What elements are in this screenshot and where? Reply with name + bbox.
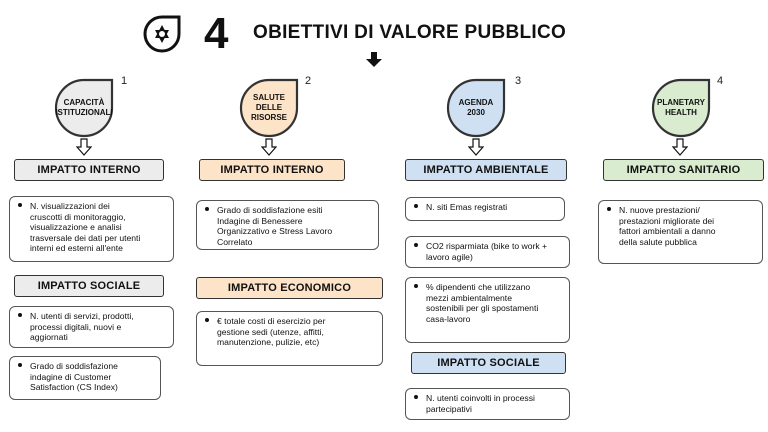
list-item: € totale costi di esercizio per gestione… <box>196 311 383 366</box>
list-item: N. nuove prestazioni/ prestazioni miglio… <box>598 200 763 264</box>
drop-label: AGENDA 2030 <box>458 98 494 117</box>
category-impatto-sanitario: IMPATTO SANITARIO <box>603 159 764 181</box>
bullet-icon <box>18 313 22 317</box>
list-item: N. utenti di servizi, prodotti, processi… <box>9 306 174 348</box>
category-impatto-economico: IMPATTO ECONOMICO <box>196 277 383 299</box>
item-text: Grado di soddisfazione indagine di Custo… <box>30 361 118 393</box>
drop-agenda-2030: AGENDA 2030 <box>445 77 507 139</box>
column-number: 1 <box>121 75 128 87</box>
category-impatto-ambientale: IMPATTO AMBIENTALE <box>405 159 567 181</box>
bullet-icon <box>414 284 418 288</box>
page-title: OBIETTIVI DI VALORE PUBBLICO <box>253 22 567 43</box>
drop-planetary-health: PLANETARY HEALTH <box>650 77 712 139</box>
category-impatto-sociale: IMPATTO SOCIALE <box>411 352 566 374</box>
list-item: CO2 risparmiata (bike to work + lavoro a… <box>405 236 570 268</box>
item-text: € totale costi di esercizio per gestione… <box>217 316 326 348</box>
column-number: 2 <box>305 75 312 87</box>
column-number: 4 <box>717 75 724 87</box>
category-impatto-sociale: IMPATTO SOCIALE <box>14 275 164 297</box>
bullet-icon <box>607 207 611 211</box>
item-text: N. visualizzazioni dei cruscotti di moni… <box>30 201 141 254</box>
item-text: % dipendenti che utilizzano mezzi ambien… <box>426 282 539 324</box>
drop-label: CAPACITÀ ISTITUZIONALI <box>55 98 113 117</box>
item-text: N. utenti coinvolti in processi partecip… <box>426 393 535 414</box>
hollow-arrow-down-icon <box>75 138 93 156</box>
item-text: CO2 risparmiata (bike to work + lavoro a… <box>426 241 548 262</box>
bullet-icon <box>414 395 418 399</box>
star-of-david-drop-icon <box>142 14 182 54</box>
list-item: N. visualizzazioni dei cruscotti di moni… <box>9 196 174 262</box>
list-item: Grado di soddisfazione esiti Indagine di… <box>196 200 379 250</box>
list-item: Grado di soddisfazione indagine di Custo… <box>9 356 161 400</box>
bullet-icon <box>414 204 418 208</box>
item-text: N. nuove prestazioni/ prestazioni miglio… <box>619 205 716 247</box>
header-number: 4 <box>204 9 229 58</box>
item-text: Grado di soddisfazione esiti Indagine di… <box>217 205 333 247</box>
list-item: N. utenti coinvolti in processi partecip… <box>405 388 570 420</box>
hollow-arrow-down-icon <box>671 138 689 156</box>
drop-capacita-istituzionali: CAPACITÀ ISTITUZIONALI <box>53 77 115 139</box>
hollow-arrow-down-icon <box>467 138 485 156</box>
list-item: N. siti Emas registrati <box>405 197 565 221</box>
drop-salute-delle-risorse: SALUTE DELLE RISORSE <box>238 77 300 139</box>
bullet-icon <box>18 203 22 207</box>
bullet-icon <box>18 363 22 367</box>
drop-label: SALUTE DELLE RISORSE <box>250 93 287 122</box>
arrow-down-icon <box>366 52 382 68</box>
hollow-arrow-down-icon <box>260 138 278 156</box>
drop-label: PLANETARY HEALTH <box>657 98 705 117</box>
bullet-icon <box>205 318 209 322</box>
item-text: N. utenti di servizi, prodotti, processi… <box>30 311 134 343</box>
category-impatto-interno: IMPATTO INTERNO <box>199 159 345 181</box>
column-number: 3 <box>515 75 522 87</box>
item-text: N. siti Emas registrati <box>426 202 508 212</box>
bullet-icon <box>414 243 418 247</box>
category-impatto-interno: IMPATTO INTERNO <box>14 159 164 181</box>
bullet-icon <box>205 207 209 211</box>
list-item: % dipendenti che utilizzano mezzi ambien… <box>405 277 570 343</box>
